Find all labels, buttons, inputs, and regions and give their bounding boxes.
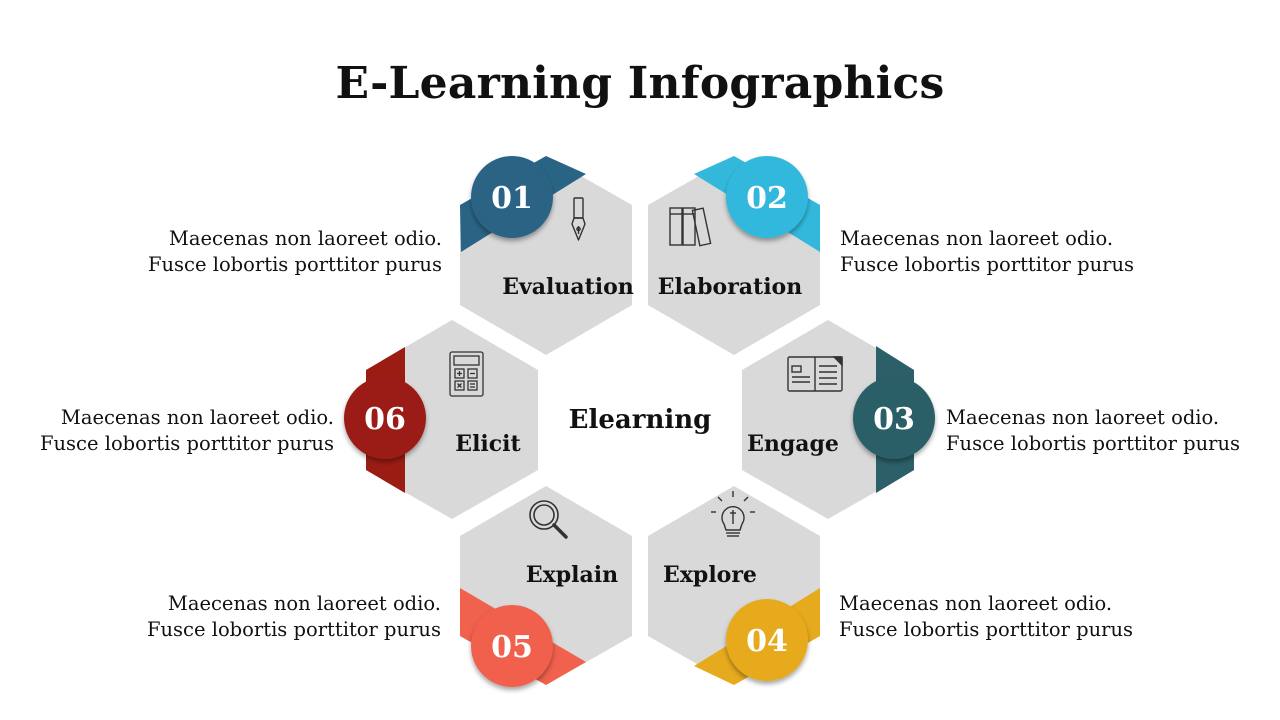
number-03: 03 — [873, 402, 915, 437]
description-04: Maecenas non laoreet odio. Fusce loborti… — [839, 591, 1133, 643]
number-02: 02 — [746, 181, 788, 216]
number-badge-01 — [471, 156, 553, 238]
description-01-line-1: Maecenas non laoreet odio. — [168, 227, 442, 250]
description-02-line-2: Fusce lobortis porttitor purus — [840, 253, 1135, 276]
number-04: 04 — [746, 624, 788, 659]
number-01: 01 — [491, 181, 533, 216]
step-label-elaboration: Elaboration — [658, 274, 802, 300]
description-06-line-1: Maecenas non laoreet odio. — [60, 406, 334, 429]
page-title: E-Learning Infographics — [335, 58, 945, 109]
step-label-engage: Engage — [747, 431, 839, 457]
step-label-explore: Explore — [663, 562, 757, 588]
description-03-line-2: Fusce lobortis porttitor purus — [946, 432, 1241, 455]
number-badge-05 — [471, 605, 553, 687]
number-badge-06 — [344, 377, 426, 459]
description-03: Maecenas non laoreet odio. Fusce loborti… — [946, 405, 1240, 457]
description-02-line-1: Maecenas non laoreet odio. — [840, 227, 1114, 250]
description-05-line-2: Fusce lobortis porttitor purus — [146, 618, 441, 641]
number-badge-02 — [726, 156, 808, 238]
description-01-line-2: Fusce lobortis porttitor purus — [147, 253, 442, 276]
number-06: 06 — [364, 402, 406, 437]
step-label-evaluation: Evaluation — [502, 274, 634, 300]
lightbulb-icon — [711, 491, 755, 537]
calculator-icon — [449, 351, 484, 397]
description-05-line-1: Maecenas non laoreet odio. — [167, 592, 441, 615]
open-book-icon — [787, 356, 843, 392]
step-label-elicit: Elicit — [455, 431, 521, 457]
description-03-line-1: Maecenas non laoreet odio. — [946, 406, 1220, 429]
pen-nib-icon — [571, 197, 586, 241]
description-02: Maecenas non laoreet odio. Fusce loborti… — [840, 226, 1134, 278]
magnifier-icon — [529, 500, 568, 539]
description-01: Maecenas non laoreet odio. Fusce loborti… — [148, 226, 442, 278]
description-04-line-2: Fusce lobortis porttitor purus — [839, 618, 1134, 641]
step-label-explain: Explain — [526, 562, 618, 588]
number-05: 05 — [491, 630, 533, 665]
description-06-line-2: Fusce lobortis porttitor purus — [39, 432, 334, 455]
number-badge-03 — [853, 377, 935, 459]
description-05: Maecenas non laoreet odio. Fusce loborti… — [147, 591, 441, 643]
description-06: Maecenas non laoreet odio. Fusce loborti… — [40, 405, 334, 457]
books-icon — [669, 207, 712, 247]
number-badge-04 — [726, 599, 808, 681]
center-label: Elearning — [569, 405, 712, 435]
description-04-line-1: Maecenas non laoreet odio. — [839, 592, 1113, 615]
